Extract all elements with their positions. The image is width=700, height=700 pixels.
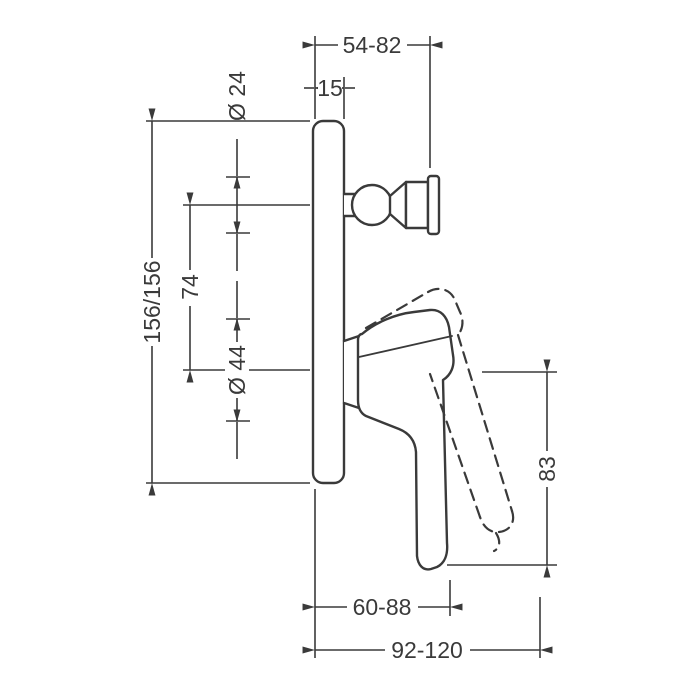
dim-rosette-diameter: Ø 44 <box>224 281 250 459</box>
dim-lever-drop-label: 83 <box>534 456 560 482</box>
dim-lever-drop: 83 <box>447 359 560 578</box>
dim-axis-spacing: 74 <box>177 192 203 383</box>
dashed-arm-foot <box>492 531 501 553</box>
dim-plate-thickness-label: 15 <box>317 75 343 101</box>
dim-spout-diameter: Ø 24 <box>224 71 250 271</box>
wall-plate <box>311 119 346 485</box>
lever-handle-dashed <box>364 287 515 553</box>
connector-ball <box>350 183 394 227</box>
dashed-hub-top <box>364 290 430 330</box>
dim-plate-height-label: 156/156 <box>139 260 165 343</box>
dim-spout-diameter-label: Ø 24 <box>224 71 250 121</box>
dashed-arm-lower <box>428 372 482 519</box>
dashed-hub-cap <box>426 287 464 337</box>
lever-seam-line <box>358 335 453 358</box>
dim-rosette-diameter-label: Ø 44 <box>224 345 250 395</box>
escutcheon-plate <box>311 119 346 485</box>
dim-depth-top: 54-82 <box>302 32 443 168</box>
dashed-arm-tip <box>478 509 515 534</box>
connector-flange <box>426 174 441 236</box>
dim-depth-lever-label: 60-88 <box>353 594 412 620</box>
dim-depth-lever: 60-88 <box>302 489 463 658</box>
dim-axis-spacing-label: 74 <box>177 274 203 300</box>
dim-plate-height: 156/156 <box>139 108 310 496</box>
dim-depth-total-label: 92-120 <box>391 637 463 663</box>
dim-plate-thickness: 15 <box>304 75 355 119</box>
connector-cone <box>388 180 408 230</box>
connector-cylinder <box>404 180 430 230</box>
lever-handle <box>342 308 455 571</box>
lever-body <box>356 308 455 571</box>
dim-depth-total: 92-120 <box>302 597 553 663</box>
dashed-arm-upper <box>456 333 514 513</box>
hose-connector <box>342 174 441 236</box>
dim-depth-top-label: 54-82 <box>343 32 402 58</box>
